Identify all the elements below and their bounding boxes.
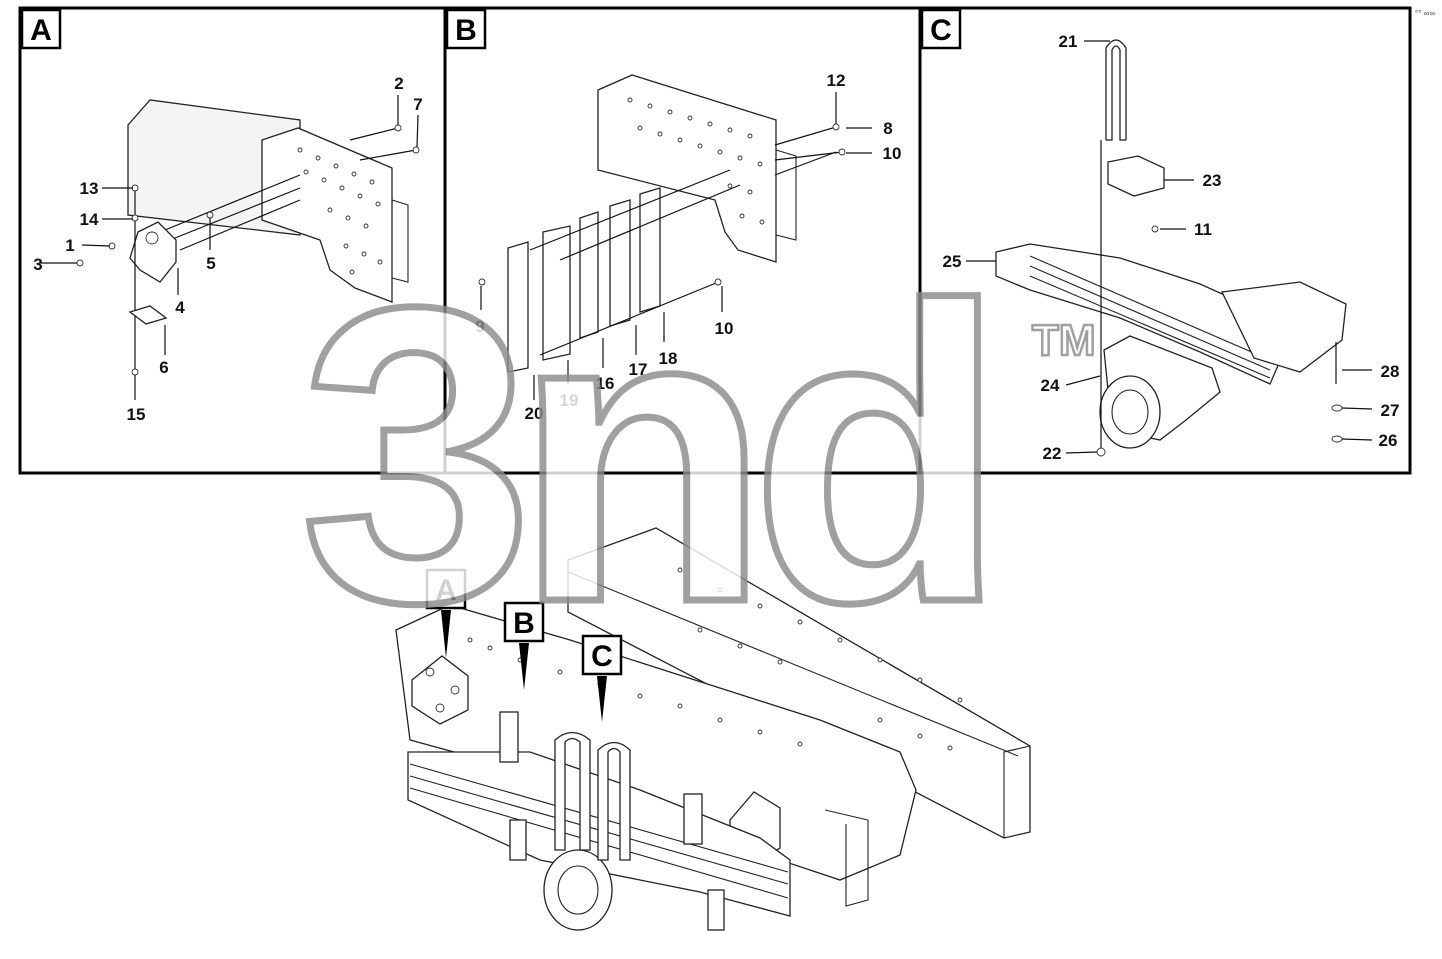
panel-c-drawing [966, 39, 1373, 457]
main-plate-holes [467, 567, 963, 751]
main-frame-rail [567, 527, 1031, 839]
bracket-a [129, 221, 177, 283]
callout-28: 28 [1381, 362, 1400, 381]
watermark-tm: TM [1032, 316, 1096, 365]
callout-10-top: 10 [883, 144, 902, 163]
callout-3: 3 [33, 255, 42, 274]
axle-hub [1099, 375, 1161, 449]
callout-23: 23 [1203, 171, 1222, 190]
callout-6: 6 [159, 358, 168, 377]
callout-1: 1 [65, 236, 74, 255]
marker-a: A [425, 568, 467, 658]
panel-c-frame [918, 6, 1412, 475]
watermark-logo: 3nd [300, 221, 987, 690]
callout-9: 9 [475, 317, 484, 336]
panel-b-label: B [455, 14, 477, 47]
callout-21: 21 [1059, 32, 1078, 51]
callout-11: 11 [1194, 220, 1212, 239]
callout-12: 12 [827, 71, 846, 90]
callout-18: 18 [659, 349, 678, 368]
callout-2: 2 [394, 74, 403, 93]
panel-a-callouts: 1 2 3 4 5 6 7 13 14 15 [33, 74, 422, 424]
callout-15: 15 [127, 405, 146, 424]
callout-26: 26 [1379, 431, 1398, 450]
panel-c-label: C [930, 14, 952, 47]
callout-8: 8 [883, 119, 892, 138]
panel-b-label-box [445, 8, 487, 50]
main-assembly: A B C [395, 527, 1031, 931]
watermark: 3nd TM [297, 218, 1097, 694]
callout-22: 22 [1043, 444, 1062, 463]
callout-14: 14 [80, 210, 99, 229]
svg-text:B: B [513, 607, 535, 640]
callout-20: 20 [525, 404, 544, 423]
panel-b-drawing [478, 74, 872, 400]
u-bolt [1105, 39, 1127, 141]
callout-7: 7 [413, 95, 422, 114]
panel-a-label-box [20, 8, 62, 50]
callout-13: 13 [80, 179, 99, 198]
panel-c-callouts: 11 21 22 23 24 25 26 27 28 [943, 32, 1400, 463]
main-axle-hub [543, 849, 613, 931]
svg-text:A: A [435, 574, 457, 607]
callout-4: 4 [175, 298, 185, 317]
plate-holes-b [627, 97, 765, 225]
callout-27: 27 [1381, 401, 1400, 420]
callout-17: 17 [629, 360, 648, 379]
callout-10-bottom: 10 [715, 319, 734, 338]
panel-b-callouts: 8 9 10 10 12 16 17 18 19 20 [475, 71, 901, 423]
callout-19: 19 [560, 391, 579, 410]
plate-holes-a [297, 147, 383, 275]
panel-a-drawing [40, 95, 420, 400]
marker-b: B [503, 601, 545, 690]
frame-plate-a [261, 127, 393, 303]
svg-text:C: C [591, 640, 613, 673]
corner-mark: °° ∞∞ [1415, 9, 1435, 18]
callout-25: 25 [943, 252, 962, 271]
panel-a-label: A [30, 14, 52, 47]
frame-plate-b [597, 74, 777, 263]
marker-c: C [581, 634, 623, 722]
panel-c-label-box [920, 8, 962, 50]
callout-16: 16 [596, 374, 615, 393]
callout-24: 24 [1041, 376, 1060, 395]
callout-5: 5 [206, 254, 215, 273]
panel-frames: A B C [18, 6, 1412, 475]
